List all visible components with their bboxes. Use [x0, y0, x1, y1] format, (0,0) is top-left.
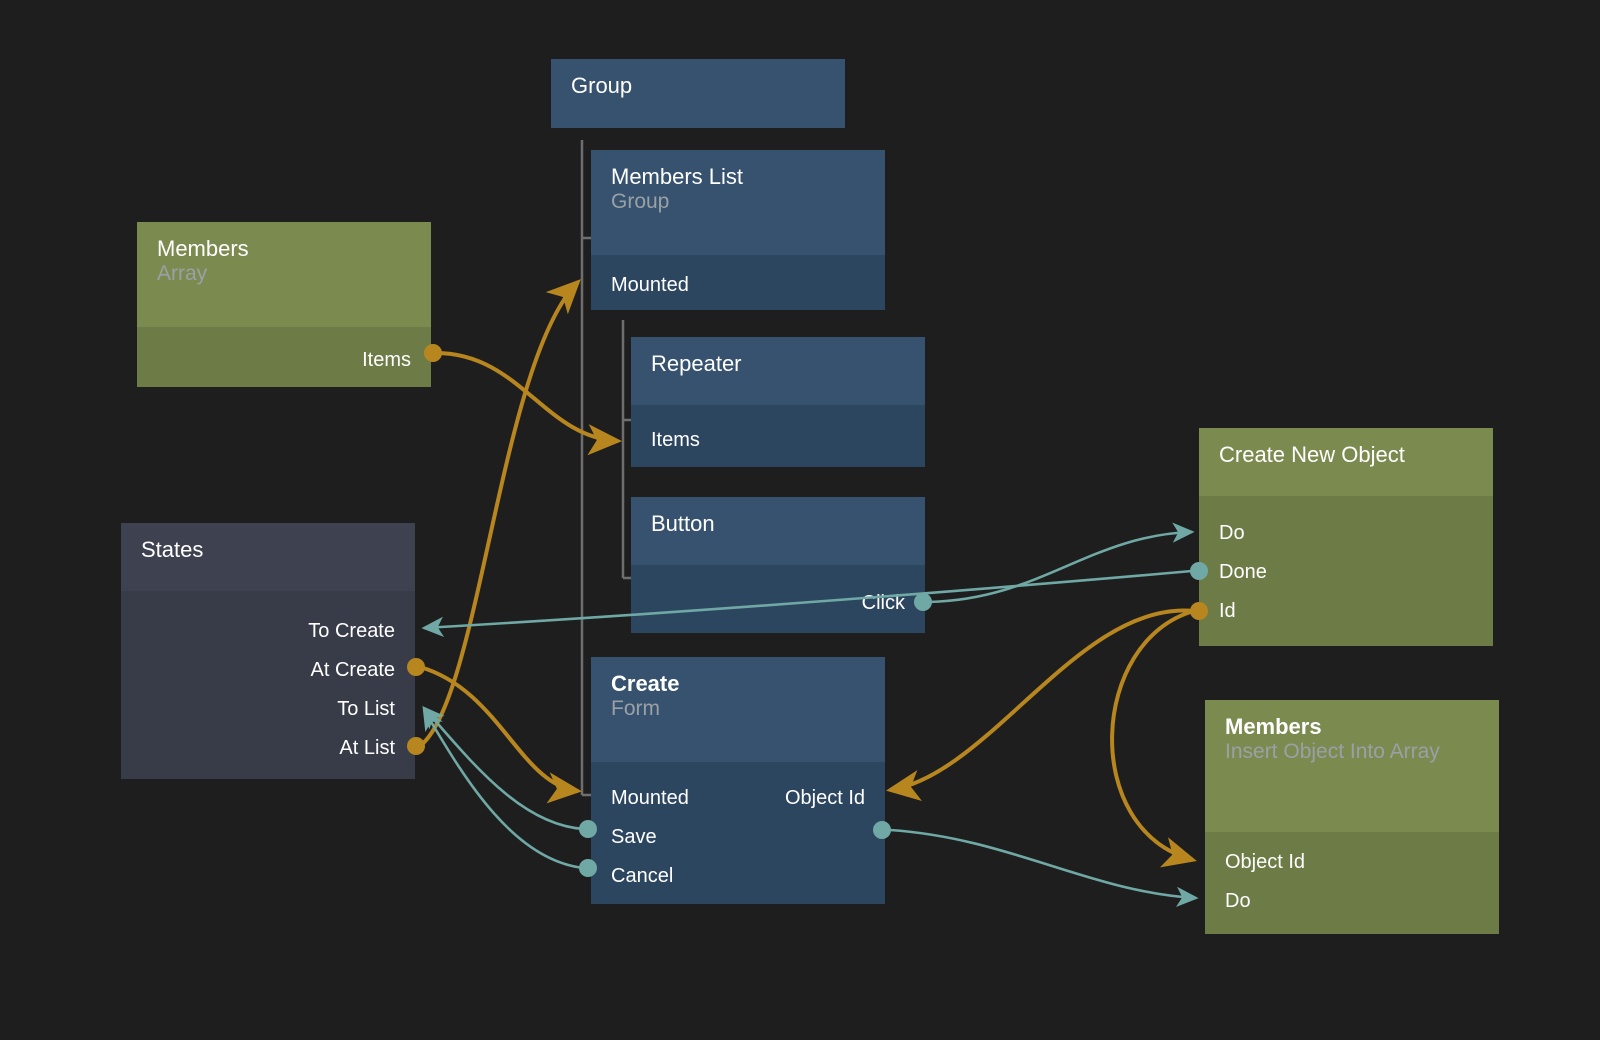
port-in-do[interactable]: Do: [1219, 522, 1245, 544]
node-title: Button: [651, 511, 715, 536]
port-in-id[interactable]: Id: [1219, 600, 1236, 622]
edge-cancel-to-to-list: [422, 707, 585, 870]
port-in-items[interactable]: Items: [651, 429, 700, 451]
edge-id-to-create-object-id: [886, 608, 1195, 801]
port-in-do[interactable]: Do: [1225, 890, 1251, 912]
node-title: Members: [157, 236, 249, 261]
node-title: Members: [1225, 714, 1322, 739]
node-body: Mounted Save Cancel Object Id: [591, 762, 885, 904]
node-subtitle: Form: [611, 697, 660, 721]
node-body: Items: [631, 405, 925, 467]
node-body: To Create At Create To List At List: [121, 591, 415, 779]
node-title: Members List: [611, 164, 744, 189]
port-out-to-list[interactable]: To List: [337, 698, 395, 720]
dot-button-click[interactable]: [914, 593, 932, 611]
node-button[interactable]: Button Click: [631, 497, 925, 633]
node-subtitle: Insert Object Into Array: [1225, 740, 1440, 764]
port-in-mounted[interactable]: Mounted: [611, 274, 689, 296]
port-out-at-create[interactable]: At Create: [310, 659, 395, 681]
node-title: States: [141, 537, 204, 562]
node-title: Group: [571, 73, 633, 98]
node-create-form[interactable]: Create Form Mounted Save Cancel Object I…: [591, 657, 885, 904]
port-in-save[interactable]: Save: [611, 826, 657, 848]
edge-id-to-members-insert-object-id: [1110, 609, 1197, 868]
node-members-insert[interactable]: Members Insert Object Into Array Object …: [1205, 700, 1499, 934]
port-in-object-id[interactable]: Object Id: [1225, 851, 1306, 873]
node-header: Repeater: [631, 337, 925, 405]
dot-at-create[interactable]: [407, 658, 425, 676]
edge-create-output-to-members-insert-do: [889, 828, 1199, 908]
port-in-mounted[interactable]: Mounted: [611, 787, 689, 809]
port-out-object-id[interactable]: Object Id: [784, 787, 865, 809]
node-header: States: [121, 523, 415, 591]
port-in-cancel[interactable]: Cancel: [611, 865, 674, 887]
node-header: Members Insert Object Into Array: [1205, 700, 1499, 832]
node-group[interactable]: Group: [551, 59, 845, 128]
port-out-items[interactable]: Items: [362, 349, 411, 371]
node-create-new-object[interactable]: Create New Object Do Done Id: [1199, 428, 1493, 646]
node-repeater[interactable]: Repeater Items: [631, 337, 925, 467]
edge-done-to-to-create: [421, 569, 1193, 637]
dot-create-save[interactable]: [579, 820, 597, 838]
port-out-to-create[interactable]: To Create: [308, 620, 395, 642]
dot-create-new-object-id[interactable]: [1190, 602, 1208, 620]
node-title: Create: [611, 671, 680, 696]
edge-members-items-to-repeater-items: [435, 351, 622, 456]
edge-at-create-to-create-mounted: [419, 665, 582, 804]
dot-members-items[interactable]: [424, 344, 442, 362]
edge-click-to-create-new-object-do: [927, 522, 1195, 604]
node-header: Group: [551, 59, 845, 128]
node-subtitle: Array: [157, 262, 208, 286]
port-out-at-list[interactable]: At List: [339, 737, 395, 759]
node-header: Button: [631, 497, 925, 565]
node-body: Mounted: [591, 255, 885, 310]
node-members-array[interactable]: Members Array Items: [137, 222, 431, 387]
node-states[interactable]: States To Create At Create To List At Li…: [121, 523, 415, 779]
dot-at-list[interactable]: [407, 737, 425, 755]
port-in-done[interactable]: Done: [1219, 561, 1267, 583]
node-members-list[interactable]: Members List Group Mounted: [591, 150, 885, 310]
node-title: Repeater: [651, 351, 742, 376]
node-body: Object Id Do: [1205, 832, 1499, 934]
node-body: Do Done Id: [1199, 496, 1493, 646]
node-subtitle: Group: [611, 190, 670, 214]
edge-save-to-to-list: [422, 706, 585, 831]
dot-create-output[interactable]: [873, 821, 891, 839]
node-header: Members List Group: [591, 150, 885, 255]
dot-create-new-object-done[interactable]: [1190, 562, 1208, 580]
dot-create-cancel[interactable]: [579, 859, 597, 877]
node-header: Create New Object: [1199, 428, 1493, 496]
node-body: Items: [137, 327, 431, 387]
node-title: Create New Object: [1219, 442, 1405, 467]
node-header: Members Array: [137, 222, 431, 327]
node-body: Click: [631, 565, 925, 633]
node-header: Create Form: [591, 657, 885, 762]
